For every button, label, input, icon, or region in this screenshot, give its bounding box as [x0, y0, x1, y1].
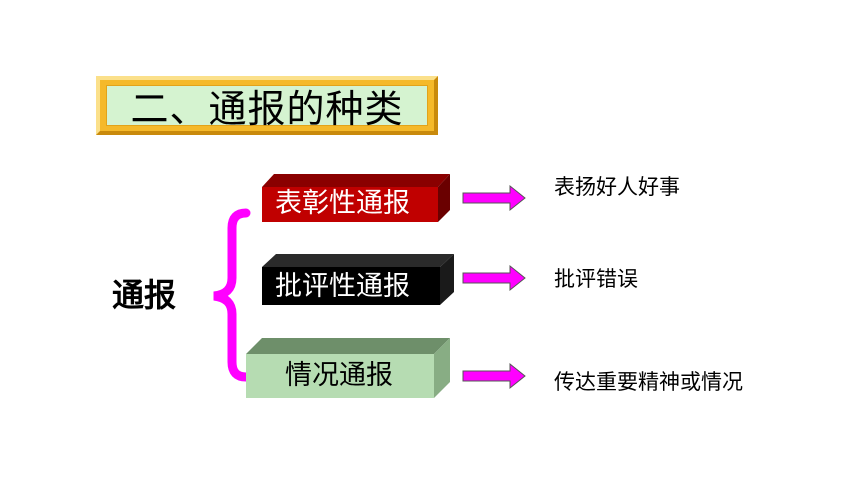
category-box-situation — [246, 338, 450, 398]
category-box-commendation — [262, 174, 450, 222]
arrow-2 — [462, 264, 526, 292]
category-label-2: 批评性通报 — [275, 271, 410, 302]
category-description-1: 表扬好人好事 — [554, 175, 680, 199]
slide-title: 二、通报的种类 — [106, 85, 428, 131]
box-top-face — [262, 174, 450, 187]
box-front-face — [262, 187, 438, 222]
box-top-face — [262, 254, 454, 267]
category-box-criticism — [262, 254, 454, 305]
category-label-3: 情况通报 — [285, 360, 393, 391]
curly-brace — [213, 208, 251, 382]
root-label: 通报 — [112, 276, 177, 314]
title-frame: 二、通报的种类 — [96, 76, 438, 135]
category-description-3: 传达重要精神或情况 — [554, 370, 743, 394]
arrow-3 — [462, 362, 526, 390]
box-side-face — [440, 254, 454, 305]
arrow-1 — [462, 184, 526, 212]
box-front-face — [246, 354, 434, 398]
category-label-1: 表彰性通报 — [275, 188, 410, 219]
category-description-2: 批评错误 — [554, 267, 638, 291]
box-side-face — [434, 338, 450, 398]
box-top-face — [246, 338, 450, 354]
box-front-face — [262, 267, 440, 305]
box-side-face — [438, 174, 450, 222]
